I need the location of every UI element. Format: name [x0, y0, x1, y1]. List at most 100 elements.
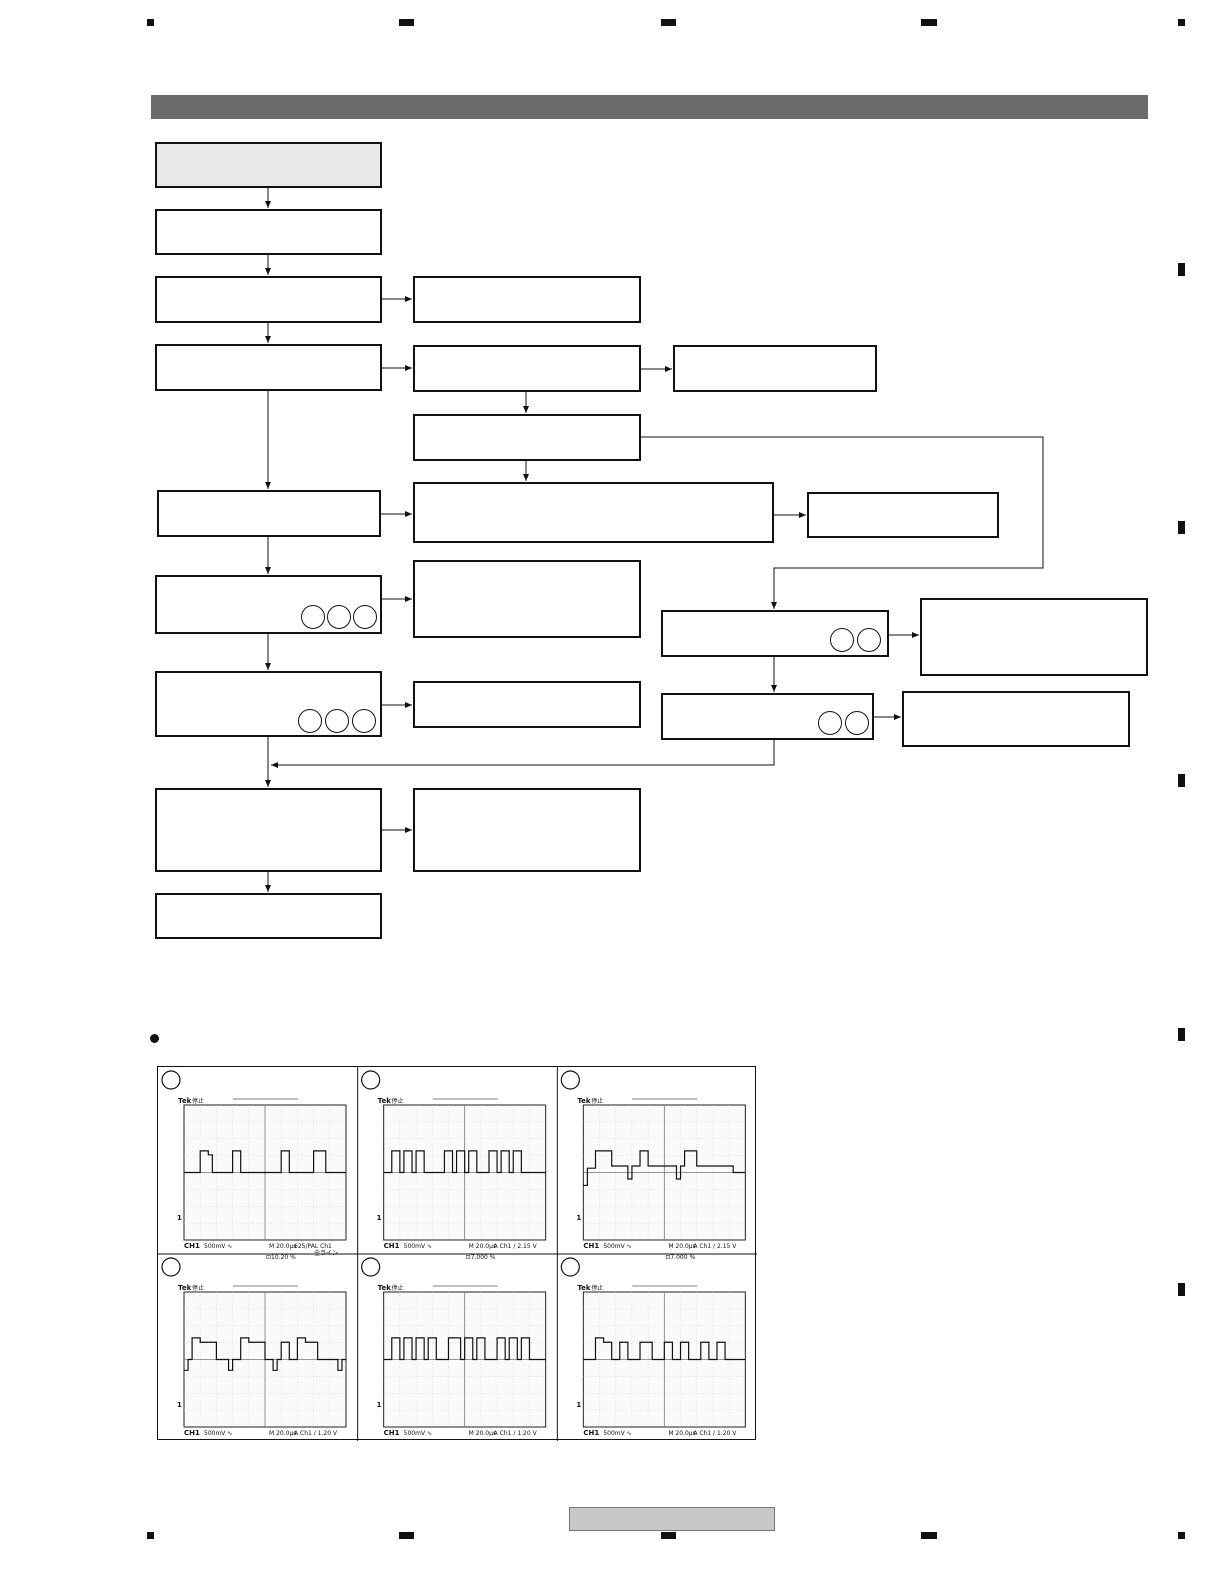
registration-mark-right-3: [1178, 774, 1185, 787]
trigger-setting: A Ch1 ∕ 1.20 V: [693, 1430, 737, 1437]
flow-box-branch-b: [413, 345, 641, 392]
scope-status: 停止: [392, 1097, 404, 1105]
registration-mark-top-3: [661, 19, 676, 26]
flow-box-step-2: [155, 209, 382, 255]
time-per-div: M 20.0µs: [469, 1243, 496, 1250]
waveform-ref-circle: [845, 711, 869, 735]
volts-per-div: 500mV ∿: [603, 1430, 631, 1437]
trigger-setting: 625/PAL Ch1: [294, 1243, 332, 1250]
waveform-label-circle: [161, 1257, 181, 1277]
scope-brand: Tek: [577, 1097, 591, 1105]
flow-box-end: [155, 893, 382, 939]
ground-marker: 1: [576, 1214, 581, 1222]
time-per-div: M 20.0µs: [269, 1430, 296, 1437]
flow-box-branch-g: [413, 788, 641, 872]
time-per-div: M 20.0µs: [269, 1243, 296, 1250]
flow-box-start: [155, 142, 382, 188]
flow-box-branch-d2: [807, 492, 999, 538]
scope-brand: Tek: [378, 1284, 392, 1292]
waveform-label-circle: [361, 1257, 381, 1277]
waveform-ref-circle: [298, 709, 322, 733]
ground-marker: 1: [377, 1214, 382, 1222]
flow-box-step-3: [155, 276, 382, 323]
trigger-setting: A Ch1 ∕ 2.15 V: [693, 1243, 737, 1250]
horizontal-offset: ⊡7.000 %: [665, 1254, 695, 1261]
trigger-setting: A Ch1 ∕ 2.15 V: [494, 1243, 538, 1250]
volts-per-div: 500mV ∿: [603, 1243, 631, 1250]
waveform-trace: [383, 1337, 546, 1361]
flow-box-branch-e: [413, 560, 641, 638]
waveform-section-bullet: [150, 1034, 159, 1043]
waveform-label-circle: [560, 1070, 580, 1090]
registration-mark-top-4: [921, 19, 937, 26]
scope-status: 停止: [192, 1284, 204, 1292]
flow-box-right-2: [661, 693, 874, 740]
scope-status: 停止: [591, 1284, 603, 1292]
registration-mark-top-2: [399, 19, 414, 26]
page-footer-box: [569, 1507, 775, 1531]
ground-marker: 1: [576, 1401, 581, 1409]
volts-per-div: 500mV ∿: [404, 1243, 432, 1250]
registration-mark-right-2: [1178, 521, 1185, 534]
registration-mark-right-4: [1178, 1028, 1185, 1041]
ground-marker: 1: [177, 1401, 182, 1409]
flow-box-right-2b: [902, 691, 1130, 747]
volts-per-div: 500mV ∿: [204, 1430, 232, 1437]
waveform-ref-circle: [352, 709, 376, 733]
registration-mark-bottom-4: [921, 1532, 937, 1539]
trigger-setting: A Ch1 ∕ 1.20 V: [294, 1430, 338, 1437]
channel-label: CH1: [583, 1429, 599, 1437]
flow-box-right-1b: [920, 598, 1148, 676]
flow-box-step-7: [155, 671, 382, 737]
waveform-label-circle: [161, 1070, 181, 1090]
channel-label: CH1: [384, 1242, 400, 1250]
waveform-trace: [583, 1337, 746, 1361]
scope-status: 停止: [392, 1284, 404, 1292]
scope-brand: Tek: [178, 1284, 192, 1292]
scope-status: 停止: [591, 1097, 603, 1105]
channel-label: CH1: [384, 1429, 400, 1437]
waveform-trace: [583, 1150, 746, 1187]
waveform-label-circle: [560, 1257, 580, 1277]
waveform-ref-circle: [857, 628, 881, 652]
flow-box-step-8: [155, 788, 382, 872]
flow-box-branch-f: [413, 681, 641, 728]
flow-box-step-6: [155, 575, 382, 634]
channel-label: CH1: [184, 1242, 200, 1250]
registration-mark-bottom-3: [661, 1532, 676, 1539]
time-per-div: M 20.0µs: [668, 1430, 695, 1437]
time-per-div: M 20.0µs: [668, 1243, 695, 1250]
registration-mark-top-right: [1178, 19, 1185, 26]
waveform-ref-circle: [301, 605, 325, 629]
waveform-ref-circle: [327, 605, 351, 629]
horizontal-offset: ⊡7.000 %: [466, 1254, 496, 1261]
waveform-label-circle: [361, 1070, 381, 1090]
flow-box-right-1: [661, 610, 889, 657]
section-header-bar: [151, 95, 1148, 119]
flow-box-branch-d: [413, 482, 774, 543]
scope-status: 停止: [192, 1097, 204, 1105]
horizontal-offset: ⊡10.20 %: [266, 1254, 296, 1261]
ground-marker: 1: [377, 1401, 382, 1409]
waveform-trace: [383, 1150, 546, 1174]
registration-mark-bottom-left: [147, 1532, 154, 1539]
waveform-ref-circle: [818, 711, 842, 735]
registration-mark-top-left: [147, 19, 154, 26]
scope-brand: Tek: [378, 1097, 392, 1105]
volts-per-div: 500mV ∿: [404, 1430, 432, 1437]
flow-box-branch-c: [413, 414, 641, 461]
scope-brand: Tek: [178, 1097, 192, 1105]
trigger-extra: 全ライン: [314, 1249, 338, 1257]
flow-box-step-4: [155, 344, 382, 391]
ground-marker: 1: [177, 1214, 182, 1222]
registration-mark-right-5: [1178, 1283, 1185, 1296]
